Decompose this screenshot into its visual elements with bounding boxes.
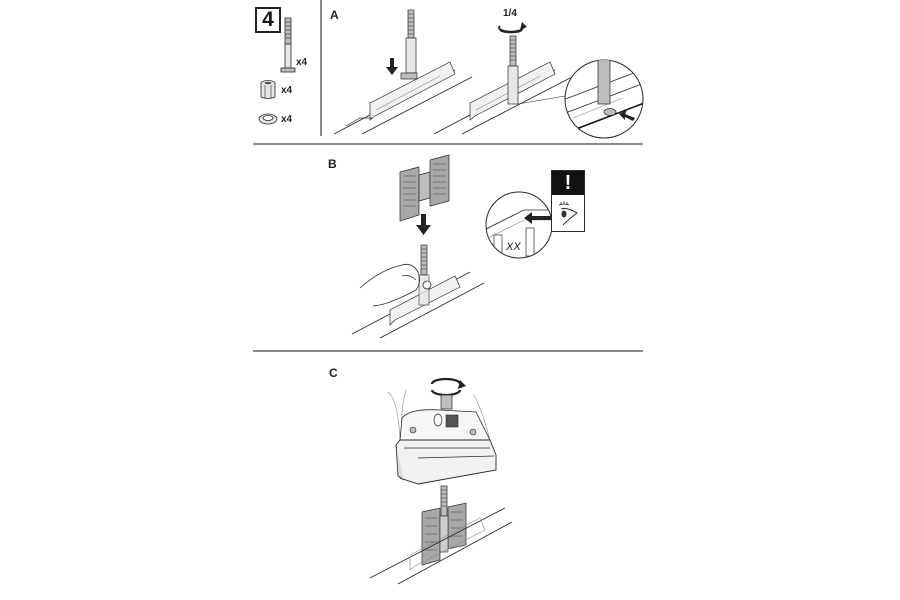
- section-a-step2-illustration: [433, 22, 573, 135]
- bolt-icon: [280, 17, 296, 73]
- section-a-label: A: [330, 8, 339, 22]
- bolt-quantity: x4: [296, 57, 308, 68]
- section-a-step1-illustration: [333, 9, 473, 135]
- divider-a-b: [253, 143, 643, 145]
- magnifier-detail-a: [564, 59, 644, 139]
- vertical-divider: [320, 0, 322, 136]
- hand-icon: [359, 263, 420, 307]
- arrow-left-icon: [524, 212, 554, 224]
- eye-icon: [558, 201, 578, 226]
- pointer-arrow-icon: [619, 110, 635, 121]
- magnifier-detail-b: XX: [485, 191, 553, 259]
- nut-quantity: x4: [281, 85, 293, 96]
- section-c-label: C: [329, 366, 338, 380]
- rotation-label: 1/4: [503, 8, 517, 19]
- washer-quantity: x4: [281, 114, 293, 125]
- warning-box: !: [551, 170, 585, 232]
- nut-icon: [260, 80, 276, 99]
- section-b-label: B: [328, 157, 337, 171]
- step-number-box: 4: [255, 7, 281, 33]
- warning-exclamation: !: [552, 171, 584, 195]
- section-b-illustration: [351, 154, 485, 339]
- divider-b-c: [253, 350, 643, 352]
- marking-text: XX: [505, 241, 521, 253]
- washer-icon: [258, 113, 278, 125]
- section-c-illustration: [369, 377, 513, 585]
- rotate-arrow-icon: [520, 22, 527, 30]
